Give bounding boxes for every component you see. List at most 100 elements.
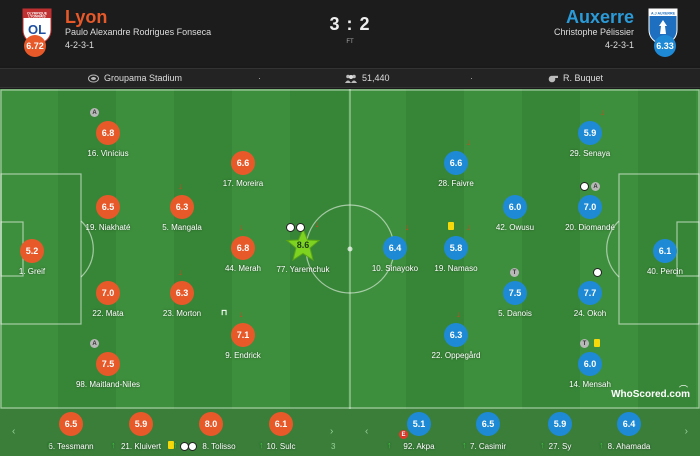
assist-ball-icon bbox=[188, 442, 197, 451]
attendance-icon bbox=[345, 74, 357, 83]
player-name: 14. Mensah bbox=[569, 380, 611, 389]
bench-prev-arrow-icon[interactable]: ‹ bbox=[12, 426, 16, 437]
rating-value: 7.0 bbox=[583, 202, 597, 212]
player-okoh[interactable]: 7.7 24. Okoh bbox=[535, 268, 645, 318]
sub-on-icon: ↑ bbox=[540, 440, 545, 450]
player-rating: 6.3 ↓ bbox=[444, 310, 468, 347]
bench-prev-arrow-icon[interactable]: ‹ bbox=[365, 426, 369, 437]
player-name: 16. Vinícius bbox=[87, 149, 129, 158]
player-rating: 6.8 ↓ bbox=[231, 223, 255, 260]
player-mensah[interactable]: 6.0 T 14. Mensah bbox=[535, 339, 645, 389]
sub-on-icon: ↑ bbox=[599, 440, 604, 450]
bench-player-tessmann[interactable]: 6.5 ↑ 6. Tessmann bbox=[31, 412, 111, 451]
player-faivre[interactable]: 6.6 ↓ 28. Faivre bbox=[401, 138, 511, 189]
match-score: 3 : 2 bbox=[329, 14, 371, 34]
rating-value: 6.3 bbox=[175, 202, 189, 212]
player-mangala[interactable]: 6.3 ↓ 5. Mangala bbox=[127, 182, 237, 233]
player-niakhate[interactable]: 6.5 19. Niakhaté bbox=[53, 195, 163, 232]
bench-player-casimir[interactable]: 6.5 ↑ 7. Casimir bbox=[448, 412, 528, 451]
player-diomande[interactable]: 7.0 A 20. Diomandé bbox=[535, 182, 645, 232]
player-moreira[interactable]: 6.6 17. Moreira bbox=[188, 151, 298, 188]
player-rating: 7.0 A bbox=[578, 182, 602, 219]
attendance-value: 51,440 bbox=[362, 73, 390, 83]
bench-player-kluivert[interactable]: 5.9 ↑ 21. Kluivert bbox=[101, 412, 181, 451]
player-name: 20. Diomandé bbox=[565, 223, 615, 232]
sub-off-icon: ↓ bbox=[315, 219, 320, 229]
whistle-icon bbox=[548, 75, 558, 82]
player-sinayoko[interactable]: 6.4 ↓ 10. Sinayoko bbox=[340, 223, 450, 274]
player-yaremchuk[interactable]: 8.6 ↓ 77. Yaremchuk bbox=[248, 220, 358, 275]
player-name: 5. Danois bbox=[498, 309, 532, 318]
svg-text:OLYMPIQUE: OLYMPIQUE bbox=[27, 12, 48, 16]
player-owusu[interactable]: 6.0 42. Owusu bbox=[460, 195, 570, 232]
separator: · bbox=[258, 73, 261, 83]
player-rating: 6.3 ↓ bbox=[170, 268, 194, 305]
bench-player-sulc[interactable]: 6.1 ↑ 10. Sulc bbox=[241, 412, 321, 451]
rating-value: 5.8 bbox=[449, 243, 463, 253]
rating-value: 7.5 bbox=[101, 359, 115, 369]
rating-value: 6.3 bbox=[449, 330, 463, 340]
svg-text:OL: OL bbox=[28, 22, 46, 37]
whoscored-logo-icon: ⌒ bbox=[678, 385, 688, 395]
goal-ball-icon bbox=[580, 182, 589, 191]
bench-player-ahamada[interactable]: 6.4 ↑ 8. Ahamada bbox=[589, 412, 669, 451]
player-name: 24. Okoh bbox=[573, 309, 607, 318]
player-maitland-niles[interactable]: 7.5 A 98. Maitland-Niles bbox=[53, 339, 163, 389]
player-rating: 8.0 bbox=[199, 412, 223, 436]
player-name: ↑ 8. Tolisso bbox=[173, 440, 236, 451]
bench-next-arrow-icon[interactable]: › bbox=[684, 426, 688, 437]
player-rating: 6.3 ↓ bbox=[170, 182, 194, 219]
player-morton[interactable]: 6.3 ↓ 23. Morton bbox=[127, 268, 237, 319]
bench-next-arrow-icon[interactable]: › bbox=[330, 426, 334, 437]
player-percin[interactable]: 6.1 40. Percin bbox=[610, 239, 700, 276]
svg-text:A.J AUXERRE: A.J AUXERRE bbox=[651, 12, 676, 16]
bench-player-tolisso[interactable]: 8.0 ↑ 8. Tolisso bbox=[171, 412, 251, 451]
player-oppegard[interactable]: 6.3 ↓ 22. Oppegård bbox=[401, 310, 511, 361]
player-endrick[interactable]: 7.1 ↓ ⊓ 9. Endrick bbox=[188, 308, 298, 360]
bench-player-akpa[interactable]: 5.1 ↑ E 92. Akpa bbox=[379, 412, 459, 451]
referee-name[interactable]: R. Buquet bbox=[563, 73, 604, 83]
player-rating: 7.5 T bbox=[503, 268, 527, 305]
player-name: ↑ 6. Tessmann bbox=[47, 440, 94, 451]
player-danois[interactable]: 7.5 T 5. Danois bbox=[460, 268, 570, 318]
player-senaya[interactable]: 5.9 ↓ 29. Senaya bbox=[535, 108, 645, 159]
player-merah[interactable]: 6.8 ↓ 44. Merah bbox=[188, 223, 298, 274]
rating-value: 7.7 bbox=[583, 288, 597, 298]
player-rating: 5.9 bbox=[548, 412, 572, 436]
pitch: 5.2 1. Greif 6.8 A 16. Vinícius 6.5 19. … bbox=[0, 89, 700, 409]
player-name: 5. Mangala bbox=[162, 223, 202, 232]
bench-page-label: 3 bbox=[331, 442, 336, 451]
yellow-card-icon bbox=[168, 441, 174, 449]
player-name: 42. Owusu bbox=[495, 223, 535, 232]
player-mata[interactable]: 7.0 22. Mata bbox=[53, 281, 163, 318]
match-status: FT bbox=[346, 39, 354, 45]
sub-off-icon: ↓ bbox=[178, 267, 183, 277]
player-name: ↑ E 92. Akpa bbox=[387, 430, 435, 451]
player-rating: 5.8 ↓ bbox=[444, 222, 471, 260]
sub-on-icon: ↑ bbox=[387, 440, 392, 450]
away-team-rating: 6.33 bbox=[654, 35, 676, 57]
player-greif[interactable]: 5.2 1. Greif bbox=[0, 239, 87, 276]
bench-player-sy[interactable]: 5.9 ↑ 27. Sy bbox=[520, 412, 600, 451]
assist-badge-icon: A bbox=[591, 182, 600, 191]
away-formation: 4-2-3-1 bbox=[604, 40, 634, 50]
goal-ball-icon bbox=[296, 223, 305, 232]
away-team-name[interactable]: Auxerre bbox=[565, 7, 634, 27]
sub-off-icon: ↓ bbox=[600, 107, 605, 117]
home-team-name[interactable]: Lyon bbox=[65, 7, 108, 27]
player-rating: 6.6 ↓ bbox=[444, 138, 471, 175]
rating-value: 6.8 bbox=[236, 243, 250, 253]
player-rating: 6.5 bbox=[59, 412, 83, 436]
player-name: 29. Senaya bbox=[569, 149, 611, 158]
sub-on-icon: ↑ bbox=[173, 440, 178, 450]
sub-off-icon: ↓ bbox=[466, 137, 471, 147]
rating-value: 7.1 bbox=[236, 330, 250, 340]
player-name: ↑ 8. Ahamada bbox=[599, 440, 651, 451]
player-namaso[interactable]: 5.8 ↓ 19. Namaso bbox=[401, 222, 511, 273]
referee-info: R. Buquet bbox=[548, 73, 603, 83]
player-name: 28. Faivre bbox=[438, 179, 474, 188]
player-vinicius[interactable]: 6.8 A 16. Vinícius bbox=[53, 108, 163, 158]
whoscored-watermark: WhoScored.com bbox=[611, 389, 690, 400]
player-rating: 6.1 bbox=[653, 239, 677, 263]
match-header: OLYMPIQUE LYONNAIS OL 6.72 Lyon Paulo Al… bbox=[0, 0, 700, 66]
